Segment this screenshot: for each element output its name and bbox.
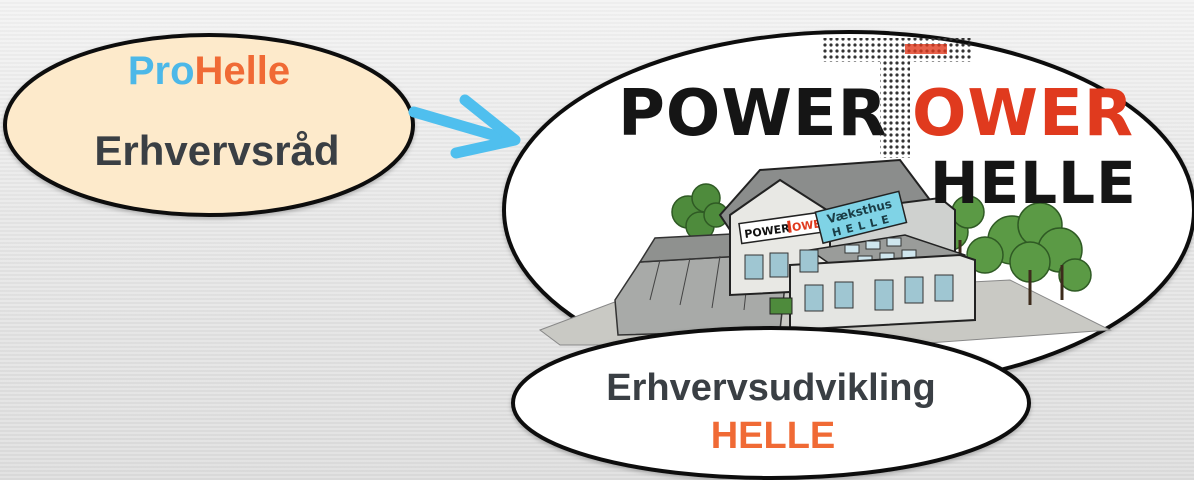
proHelle-title: ProHelle (128, 49, 290, 93)
proHelle-bubble: ProHelle Erhvervsråd (5, 35, 413, 215)
green-container (770, 298, 792, 314)
helle-text: Helle (195, 49, 291, 93)
logo-power-text: POWER (618, 77, 888, 151)
logo-ower-text: OWER (912, 77, 1134, 151)
bottom-helle-text: HELLE (711, 415, 836, 457)
erhvervsudvikling-bubble: Erhvervsudvikling HELLE (513, 328, 1029, 478)
pro-text: Pro (128, 49, 195, 93)
erhvervsudvikling-text: Erhvervsudvikling (606, 367, 935, 409)
logo-helle-text: HELLE (930, 149, 1137, 217)
erhvervsraad-text: Erhvervsråd (94, 127, 339, 174)
connector-arrow (414, 100, 515, 153)
